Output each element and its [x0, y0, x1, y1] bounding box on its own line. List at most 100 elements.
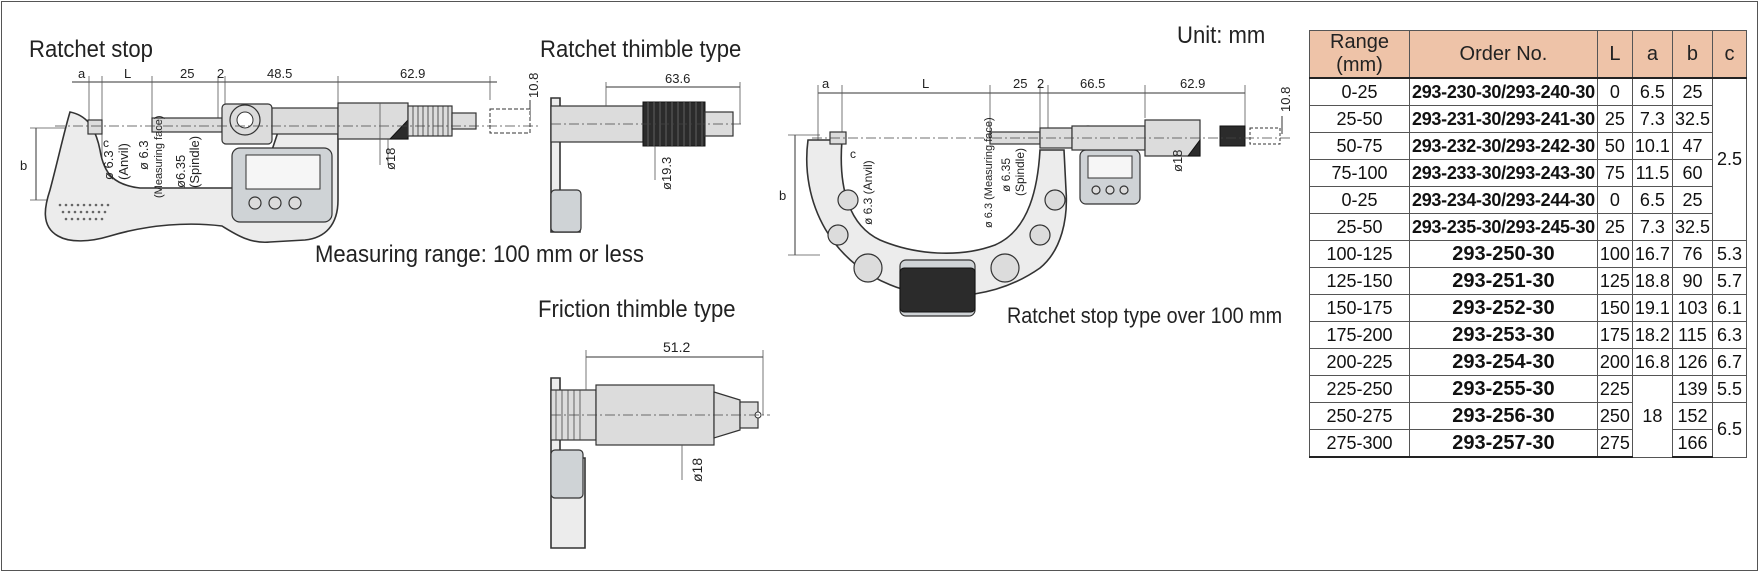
- table-row: 200-225 293-254-30 200 16.8 126 6.7: [1309, 348, 1747, 376]
- d3-length: 51.2: [663, 339, 690, 355]
- cell-L: 200: [1596, 348, 1633, 376]
- d4-a: a: [822, 76, 830, 91]
- cell-b: 166: [1671, 429, 1714, 458]
- dim-L: L: [124, 66, 131, 81]
- cell-range: 275-300: [1309, 429, 1410, 458]
- table-row: 250-275 293-256-30 250 152 6.5: [1309, 402, 1747, 458]
- col-a: a: [1631, 30, 1673, 79]
- cell-c: 5.7: [1712, 267, 1747, 295]
- cell-L: 250: [1596, 402, 1633, 430]
- cell-b: 139: [1671, 375, 1714, 403]
- cell-b: 76: [1671, 240, 1714, 268]
- ratchet-over-100-title: Ratchet stop type over 100 mm: [1007, 303, 1283, 328]
- cell-range: 75-100: [1309, 159, 1410, 187]
- d4-spindle: (Spindle): [1013, 148, 1027, 196]
- cell-c: 5.5: [1712, 375, 1747, 403]
- drawing-friction-thimble: 51.2 ø18: [550, 339, 770, 549]
- col-b: b: [1671, 30, 1714, 79]
- cell-a: 18.2: [1631, 321, 1673, 349]
- cell-b: 32.5: [1671, 213, 1714, 241]
- cell-range: 200-225: [1309, 348, 1410, 376]
- cell-order: 293-256-30: [1409, 402, 1598, 430]
- d4-10-8: 10.8: [1278, 87, 1293, 112]
- cell-L: 150: [1596, 294, 1633, 322]
- cell-b: 115: [1671, 321, 1714, 349]
- d4-62-9: 62.9: [1180, 76, 1205, 91]
- table-row: 50-75 293-232-30/293-242-30 50 10.1 47: [1309, 132, 1747, 160]
- cell-range: 0-25: [1309, 186, 1410, 214]
- table-header-row: Range (mm) Order No. L a b c: [1309, 30, 1747, 79]
- cell-a: 18.8: [1631, 267, 1673, 295]
- cell-range: 25-50: [1309, 105, 1410, 133]
- cell-a: 19.1: [1631, 294, 1673, 322]
- dim-2: 2: [217, 66, 224, 81]
- cell-range: 150-175: [1309, 294, 1410, 322]
- cell-c-merged: 6.5: [1712, 402, 1747, 458]
- cell-b: 32.5: [1671, 105, 1714, 133]
- cell-c: 6.1: [1712, 294, 1747, 322]
- table-row: 100-125 293-250-30 100 16.7 76 5.3: [1309, 240, 1747, 268]
- cell-a: 16.8: [1631, 348, 1673, 376]
- spindle-note: (Spindle): [187, 136, 202, 188]
- technical-drawings: a L 25 2 48.5 62.9 10.8 b: [20, 66, 1293, 549]
- face-dia: ø 6.3: [136, 140, 151, 170]
- dim-a: a: [78, 66, 86, 81]
- cell-c: 6.7: [1712, 348, 1747, 376]
- cell-b: 152: [1671, 402, 1714, 430]
- table-row: 175-200 293-253-30 175 18.2 115 6.3: [1309, 321, 1747, 349]
- d4-spindle-dia: ø 6.35: [999, 158, 1013, 192]
- d2-length: 63.6: [665, 71, 690, 86]
- ratchet-stop-title: Ratchet stop: [29, 36, 153, 63]
- d4-thimble-dia: ø18: [1170, 150, 1185, 172]
- cell-b: 25: [1671, 186, 1714, 214]
- cell-L: 225: [1596, 375, 1633, 403]
- d4-b: b: [779, 188, 786, 203]
- cell-a: 7.3: [1631, 213, 1673, 241]
- cell-L: 125: [1596, 267, 1633, 295]
- cell-order: 293-250-30: [1409, 240, 1598, 268]
- cell-b: 126: [1671, 348, 1714, 376]
- d4-66-5: 66.5: [1080, 76, 1105, 91]
- cell-L: 175: [1596, 321, 1633, 349]
- col-c: c: [1712, 30, 1747, 79]
- cell-L: 100: [1596, 240, 1633, 268]
- cell-a: 7.3: [1631, 105, 1673, 133]
- col-order: Order No.: [1409, 30, 1598, 79]
- table-row: 125-150 293-251-30 125 18.8 90 5.7: [1309, 267, 1747, 295]
- cell-order: 293-252-30: [1409, 294, 1598, 322]
- cell-order: 293-251-30: [1409, 267, 1598, 295]
- cell-a: 10.1: [1631, 132, 1673, 160]
- table-row: 150-175 293-252-30 150 19.1 103 6.1: [1309, 294, 1747, 322]
- cell-range: 250-275: [1309, 402, 1410, 430]
- cell-L: 25: [1596, 213, 1633, 241]
- cell-order: 293-253-30: [1409, 321, 1598, 349]
- cell-order: 293-257-30: [1409, 429, 1598, 458]
- drawing-over-100: a L 25 2 66.5 62.9 10.8 b: [779, 76, 1293, 317]
- face-note: (Measuring face): [153, 115, 165, 198]
- table-row: 225-250 293-255-30 225 18 139 5.5: [1309, 375, 1747, 458]
- spec-table: Range (mm) Order No. L a b c 0-25 293-23…: [1309, 30, 1747, 458]
- cell-c: 5.3: [1712, 240, 1747, 268]
- cell-range: 175-200: [1309, 321, 1410, 349]
- drawing-ratchet-thimble: 63.6 ø19.3: [550, 71, 742, 233]
- cell-order: 293-235-30/293-245-30: [1409, 213, 1598, 241]
- cell-range: 50-75: [1309, 132, 1410, 160]
- cell-range: 125-150: [1309, 267, 1410, 295]
- dim-10-8: 10.8: [526, 73, 541, 98]
- dim-62-9: 62.9: [400, 66, 425, 81]
- cell-c-merged: 2.5: [1712, 77, 1747, 241]
- anvil-dia: ø 6.3: [101, 150, 116, 180]
- cell-a-merged: 18: [1631, 375, 1673, 458]
- dim-48-5: 48.5: [267, 66, 292, 81]
- anvil-note: (Anvil): [116, 143, 131, 180]
- cell-order: 293-233-30/293-243-30: [1409, 159, 1598, 187]
- cell-order: 293-255-30: [1409, 375, 1598, 403]
- cell-range: 100-125: [1309, 240, 1410, 268]
- cell-a: 11.5: [1631, 159, 1673, 187]
- cell-b: 25: [1671, 77, 1714, 106]
- cell-L: 0: [1596, 77, 1633, 106]
- cell-c: 6.3: [1712, 321, 1747, 349]
- cell-order: 293-234-30/293-244-30: [1409, 186, 1598, 214]
- cell-L: 75: [1596, 159, 1633, 187]
